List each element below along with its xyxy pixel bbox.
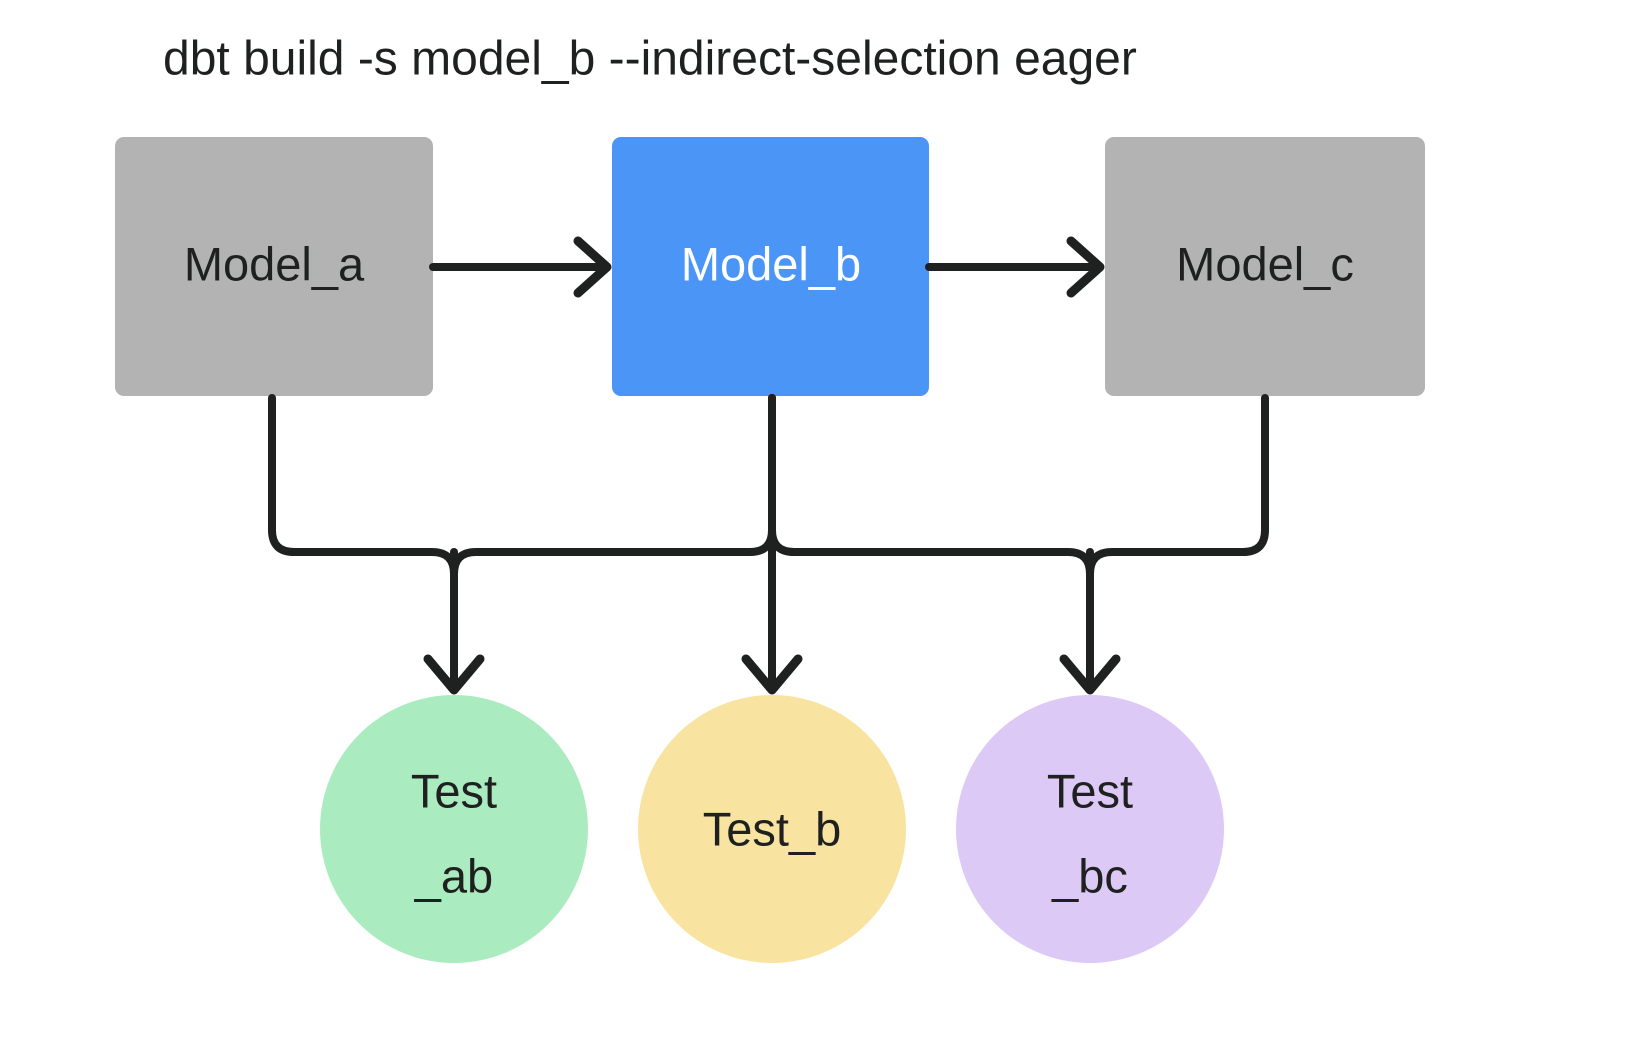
test-node-test_bc[interactable]: Test _bc [956,695,1224,963]
model_c-box[interactable] [1105,137,1425,396]
test_b-arrowhead [741,654,803,695]
model-node-model_c[interactable]: Model_c [1105,137,1425,396]
model_a-label: Model_a [184,237,365,290]
test_ab-circle[interactable] [320,695,588,963]
model-node-model_b[interactable]: Model_b [612,137,929,396]
edge-model_b-to-test_ab [450,394,776,578]
model_a-box[interactable] [115,137,433,396]
test_bc-arrowhead [1059,654,1121,695]
test_bc-circle[interactable] [956,695,1224,963]
model_a-model_b-arrowhead [573,236,612,298]
edge-model_b-to-test_bc [768,394,1094,578]
model_b-test_bc-elbow [768,394,1094,578]
test_bc-label-line2: _bc [1051,849,1128,902]
test_ab-label-line2: _ab [414,849,493,902]
edge-model_c-to-test_bc [1086,394,1269,578]
model_c-test_bc-elbow [1086,394,1269,578]
test_bc-label-line1: Test [1047,764,1133,817]
edge-drop-test_b [741,654,803,695]
model_b-label: Model_b [681,237,861,290]
edge-model_a-to-model_b [429,236,612,298]
model_b-test_ab-elbow [450,394,776,578]
model_c-label: Model_c [1176,237,1354,290]
test_b-label-line1: Test_b [703,802,841,855]
edge-drop-test_ab [423,548,485,695]
test_b-circle[interactable] [638,695,906,963]
model_a-test_ab-elbow [268,394,458,578]
model_b-model_c-arrowhead [1066,236,1105,298]
edge-model_a-to-test_ab [268,394,458,578]
test_ab-arrowhead [423,654,485,695]
model-node-model_a[interactable]: Model_a [115,137,433,396]
edge-drop-test_bc [1059,548,1121,695]
test-node-test_b[interactable]: Test_b [638,695,906,963]
test-node-test_ab[interactable]: Test _ab [320,695,588,963]
test_ab-label-line1: Test [411,764,497,817]
diagram-title: dbt build -s model_b --indirect-selectio… [163,33,1137,86]
edge-model_b-to-model_c [925,236,1105,298]
model_b-box[interactable] [612,137,929,396]
